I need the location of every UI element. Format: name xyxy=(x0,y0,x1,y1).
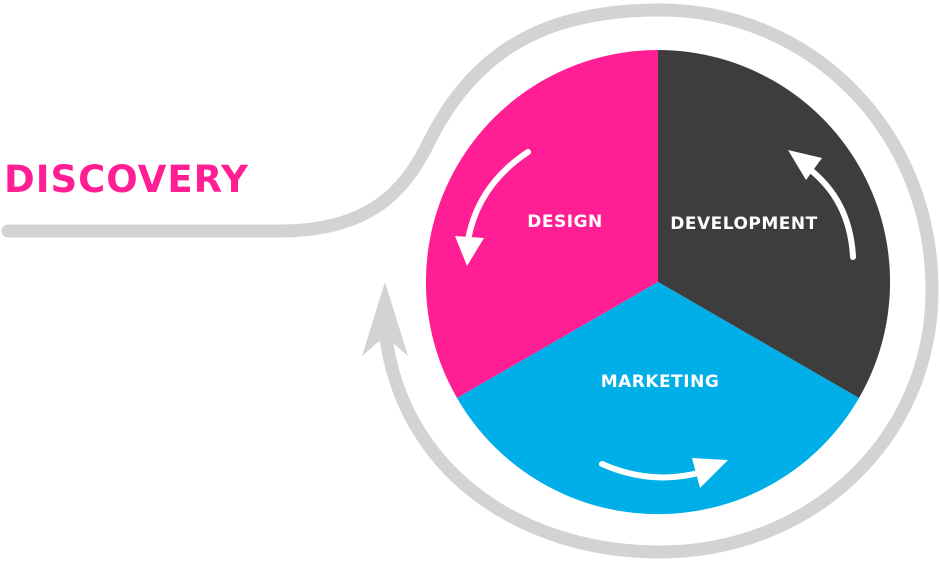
marketing-arrow-icon xyxy=(599,461,705,481)
segment-development xyxy=(658,49,891,398)
development-arrow-head-icon xyxy=(788,150,822,180)
discovery-path-line xyxy=(1,3,939,559)
segment-development-label: DEVELOPMENT xyxy=(670,214,818,234)
design-arrow-icon xyxy=(465,149,531,243)
marketing-arrow-head-icon xyxy=(692,458,728,488)
discovery-label: DISCOVERY xyxy=(4,158,249,201)
segment-design xyxy=(425,49,658,398)
loop-arrow-head-icon xyxy=(362,282,408,356)
segment-marketing xyxy=(457,282,859,515)
segment-marketing-label: MARKETING xyxy=(601,372,720,392)
design-arrow-head-icon xyxy=(455,236,484,266)
segment-design-label: DESIGN xyxy=(527,212,602,232)
development-arrow-icon xyxy=(805,165,856,260)
